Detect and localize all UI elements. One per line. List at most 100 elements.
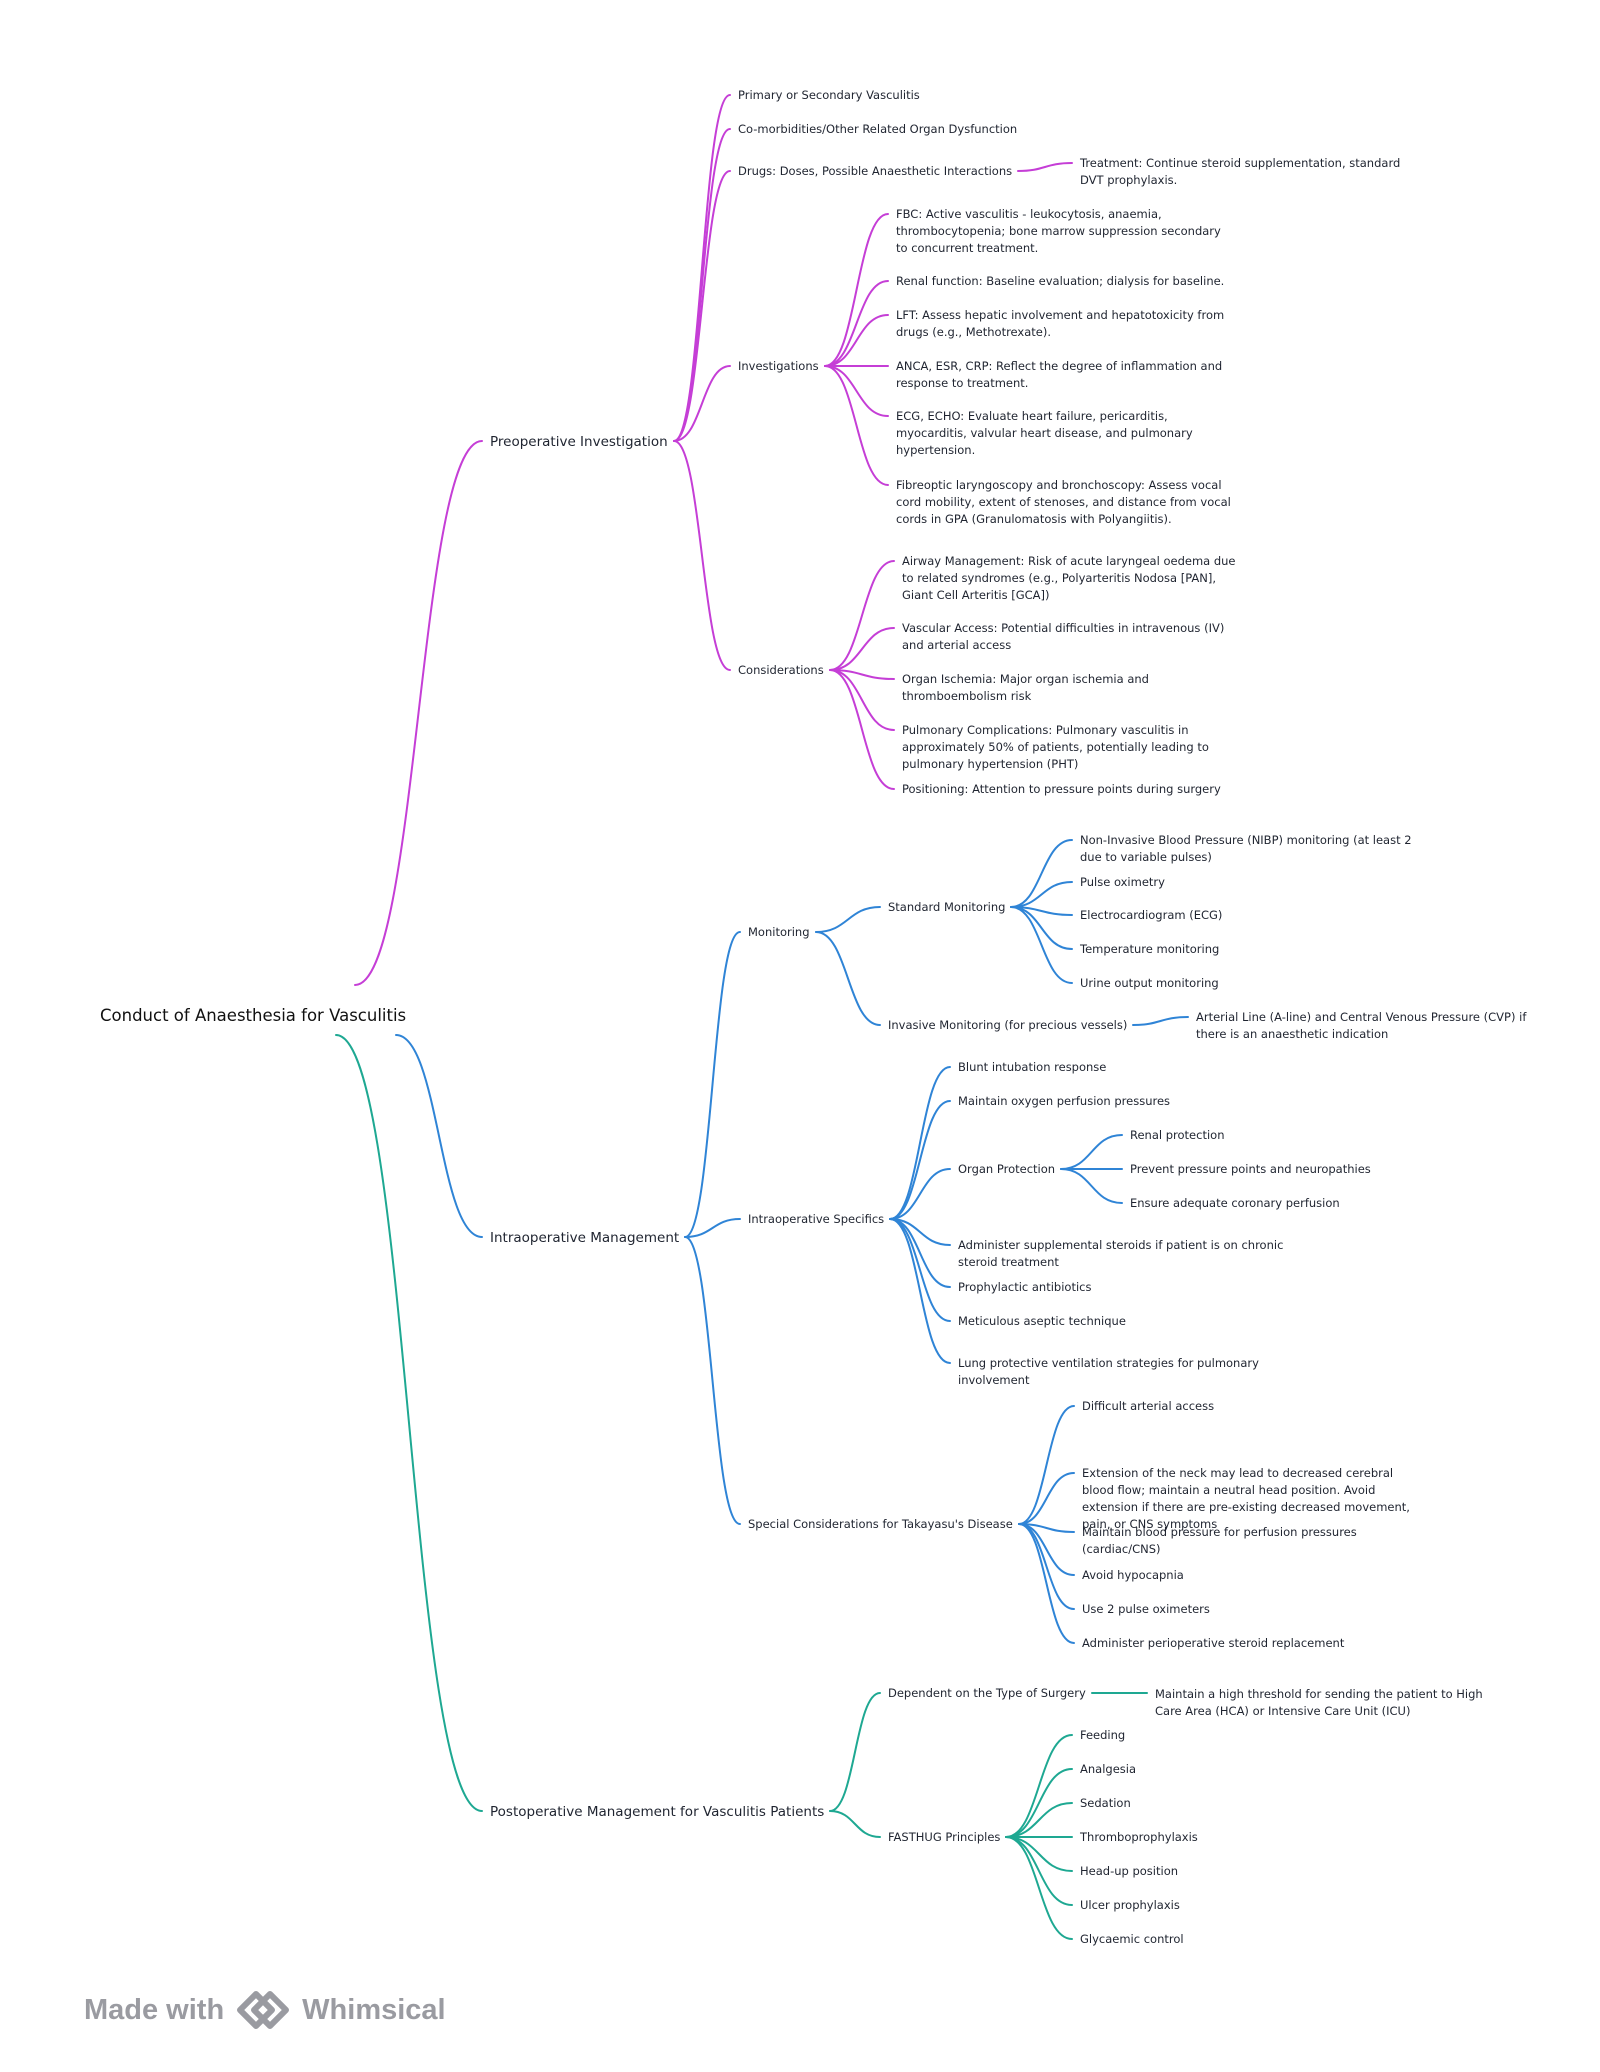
node-ispec[interactable]: Intraoperative Specifics [748,1212,885,1226]
connector-con4 [829,669,895,731]
node-inv3[interactable]: LFT: Assess hepatic involvement and hepa… [896,308,1225,339]
connector-f1 [1005,1734,1073,1838]
node-inv6[interactable]: Fibreoptic laryngoscopy and bronchoscopy… [896,478,1231,526]
connector-orgp1 [1060,1134,1123,1170]
connector-f7 [1005,1836,1073,1940]
node-smon[interactable]: Standard Monitoring [888,900,1006,914]
connector-pre-c1 [1017,162,1073,172]
connector-tak6 [1018,1523,1075,1644]
connector-tak [684,1236,741,1525]
connector-dep [829,1692,881,1812]
node-con[interactable]: Considerations [738,663,824,677]
connector-smon [815,906,881,933]
node-f5[interactable]: Head-up position [1080,1864,1179,1878]
node-inv[interactable]: Investigations [738,359,819,373]
node-f2[interactable]: Analgesia [1080,1762,1137,1776]
connector-con2 [829,627,895,671]
node-pre-b[interactable]: Co-morbidities/Other Related Organ Dysfu… [738,122,1018,136]
connector-pre-b [673,128,731,442]
connector-smon2 [1010,881,1073,908]
node-tak6[interactable]: Administer perioperative steroid replace… [1082,1636,1345,1650]
node-tak5[interactable]: Use 2 pulse oximeters [1082,1602,1210,1616]
node-pre-c[interactable]: Drugs: Doses, Possible Anaesthetic Inter… [738,164,1013,178]
connector-con1 [829,560,895,671]
connector-inv1 [824,213,889,367]
node-dep[interactable]: Dependent on the Type of Surgery [888,1686,1086,1700]
connector-is2 [889,1100,951,1220]
connector-orgp3 [1060,1168,1123,1204]
root-node[interactable]: Conduct of Anaesthesia for Vasculitis [100,1006,407,1025]
node-imon1[interactable]: Arterial Line (A-line) and Central Venou… [1196,1010,1527,1041]
node-con3[interactable]: Organ Ischemia: Major organ ischemia and… [902,672,1149,703]
node-con4[interactable]: Pulmonary Complications: Pulmonary vascu… [902,723,1209,771]
connector-f3 [1005,1802,1073,1838]
connector-pre-c [673,170,731,442]
whimsical-logo-icon [237,1991,290,2029]
node-f6[interactable]: Ulcer prophylaxis [1080,1898,1180,1912]
node-tak1[interactable]: Difficult arterial access [1082,1399,1215,1413]
connector-inv6 [824,365,889,486]
node-inv1[interactable]: FBC: Active vasculitis - leukocytosis, a… [896,207,1221,255]
node-con1[interactable]: Airway Management: Risk of acute larynge… [902,554,1236,602]
node-is2[interactable]: Maintain oxygen perfusion pressures [958,1094,1171,1108]
node-con5[interactable]: Positioning: Attention to pressure point… [902,782,1221,796]
node-con2[interactable]: Vascular Access: Potential difficulties … [902,621,1225,652]
node-is3[interactable]: Administer supplemental steroids if pati… [958,1238,1284,1269]
connector-f6 [1005,1836,1073,1906]
connector-is6 [889,1218,951,1364]
node-smon1[interactable]: Non-Invasive Blood Pressure (NIBP) monit… [1080,833,1412,864]
node-pre-a[interactable]: Primary or Secondary Vasculitis [738,88,920,102]
connector-inv2 [824,280,889,367]
connector-con5 [829,669,895,790]
connector-inv [673,365,731,442]
node-f1[interactable]: Feeding [1080,1728,1126,1742]
connector-inv5 [824,365,889,417]
node-orgp3[interactable]: Ensure adequate coronary perfusion [1130,1196,1340,1210]
node-smon3[interactable]: Electrocardiogram (ECG) [1080,908,1223,922]
connector-is1 [889,1066,951,1220]
node-inv2[interactable]: Renal function: Baseline evaluation; dia… [896,274,1225,288]
node-is6[interactable]: Lung protective ventilation strategies f… [958,1356,1259,1387]
connector-fast [829,1810,881,1838]
node-f4[interactable]: Thromboprophylaxis [1080,1830,1198,1844]
node-f7[interactable]: Glycaemic control [1080,1932,1184,1946]
node-orgp1[interactable]: Renal protection [1130,1128,1225,1142]
node-preop[interactable]: Preoperative Investigation [490,434,668,450]
node-orgp[interactable]: Organ Protection [958,1162,1056,1176]
node-smon5[interactable]: Urine output monitoring [1080,976,1219,990]
watermark-brand: Whimsical [302,1993,446,2026]
node-inv4[interactable]: ANCA, ESR, CRP: Reflect the degree of in… [896,359,1223,390]
connector-intra [395,1034,483,1238]
node-fast[interactable]: FASTHUG Principles [888,1830,1001,1844]
connector-post [335,1034,483,1812]
connector-f2 [1005,1768,1073,1838]
node-dep1[interactable]: Maintain a high threshold for sending th… [1155,1687,1483,1718]
node-post[interactable]: Postoperative Management for Vasculitis … [490,1804,825,1820]
connector-ispec [684,1218,741,1238]
connector-con3 [829,669,895,680]
node-is1[interactable]: Blunt intubation response [958,1060,1107,1074]
connector-is4 [889,1218,951,1288]
connector-mon [684,931,741,1238]
node-tak[interactable]: Special Considerations for Takayasu's Di… [748,1517,1013,1531]
node-inv5[interactable]: ECG, ECHO: Evaluate heart failure, peric… [896,409,1193,457]
node-f3[interactable]: Sedation [1080,1796,1131,1810]
node-orgp2[interactable]: Prevent pressure points and neuropathies [1130,1162,1371,1176]
node-is5[interactable]: Meticulous aseptic technique [958,1314,1126,1328]
node-is4[interactable]: Prophylactic antibiotics [958,1280,1092,1294]
node-tak3[interactable]: Maintain blood pressure for perfusion pr… [1082,1525,1357,1556]
node-smon4[interactable]: Temperature monitoring [1080,942,1220,956]
watermark-prefix: Made with [84,1993,225,2026]
node-tak4[interactable]: Avoid hypocapnia [1082,1568,1184,1582]
node-smon2[interactable]: Pulse oximetry [1080,875,1165,889]
node-intra[interactable]: Intraoperative Management [490,1230,680,1246]
connector-smon5 [1010,906,1073,984]
connector-pre-a [673,94,731,442]
node-imon[interactable]: Invasive Monitoring (for precious vessel… [888,1018,1128,1032]
node-tak2[interactable]: Extension of the neck may lead to decrea… [1082,1466,1410,1531]
connector-is3 [889,1218,951,1246]
connector-preop [354,440,483,986]
node-mon[interactable]: Monitoring [748,925,810,939]
node-pre-c1[interactable]: Treatment: Continue steroid supplementat… [1080,156,1401,187]
